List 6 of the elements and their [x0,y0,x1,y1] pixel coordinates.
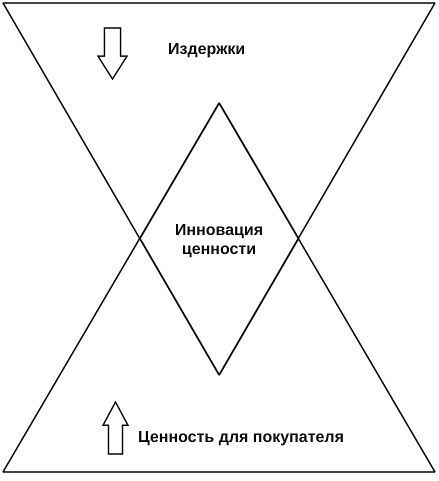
diamond-label: Инновация ценности [174,221,264,259]
inverted-triangle [3,3,435,375]
triangle-label: Ценность для покупателя [138,428,344,447]
triangle [3,103,435,472]
triangle-label: Издержки [168,40,246,59]
diamond [140,103,298,375]
